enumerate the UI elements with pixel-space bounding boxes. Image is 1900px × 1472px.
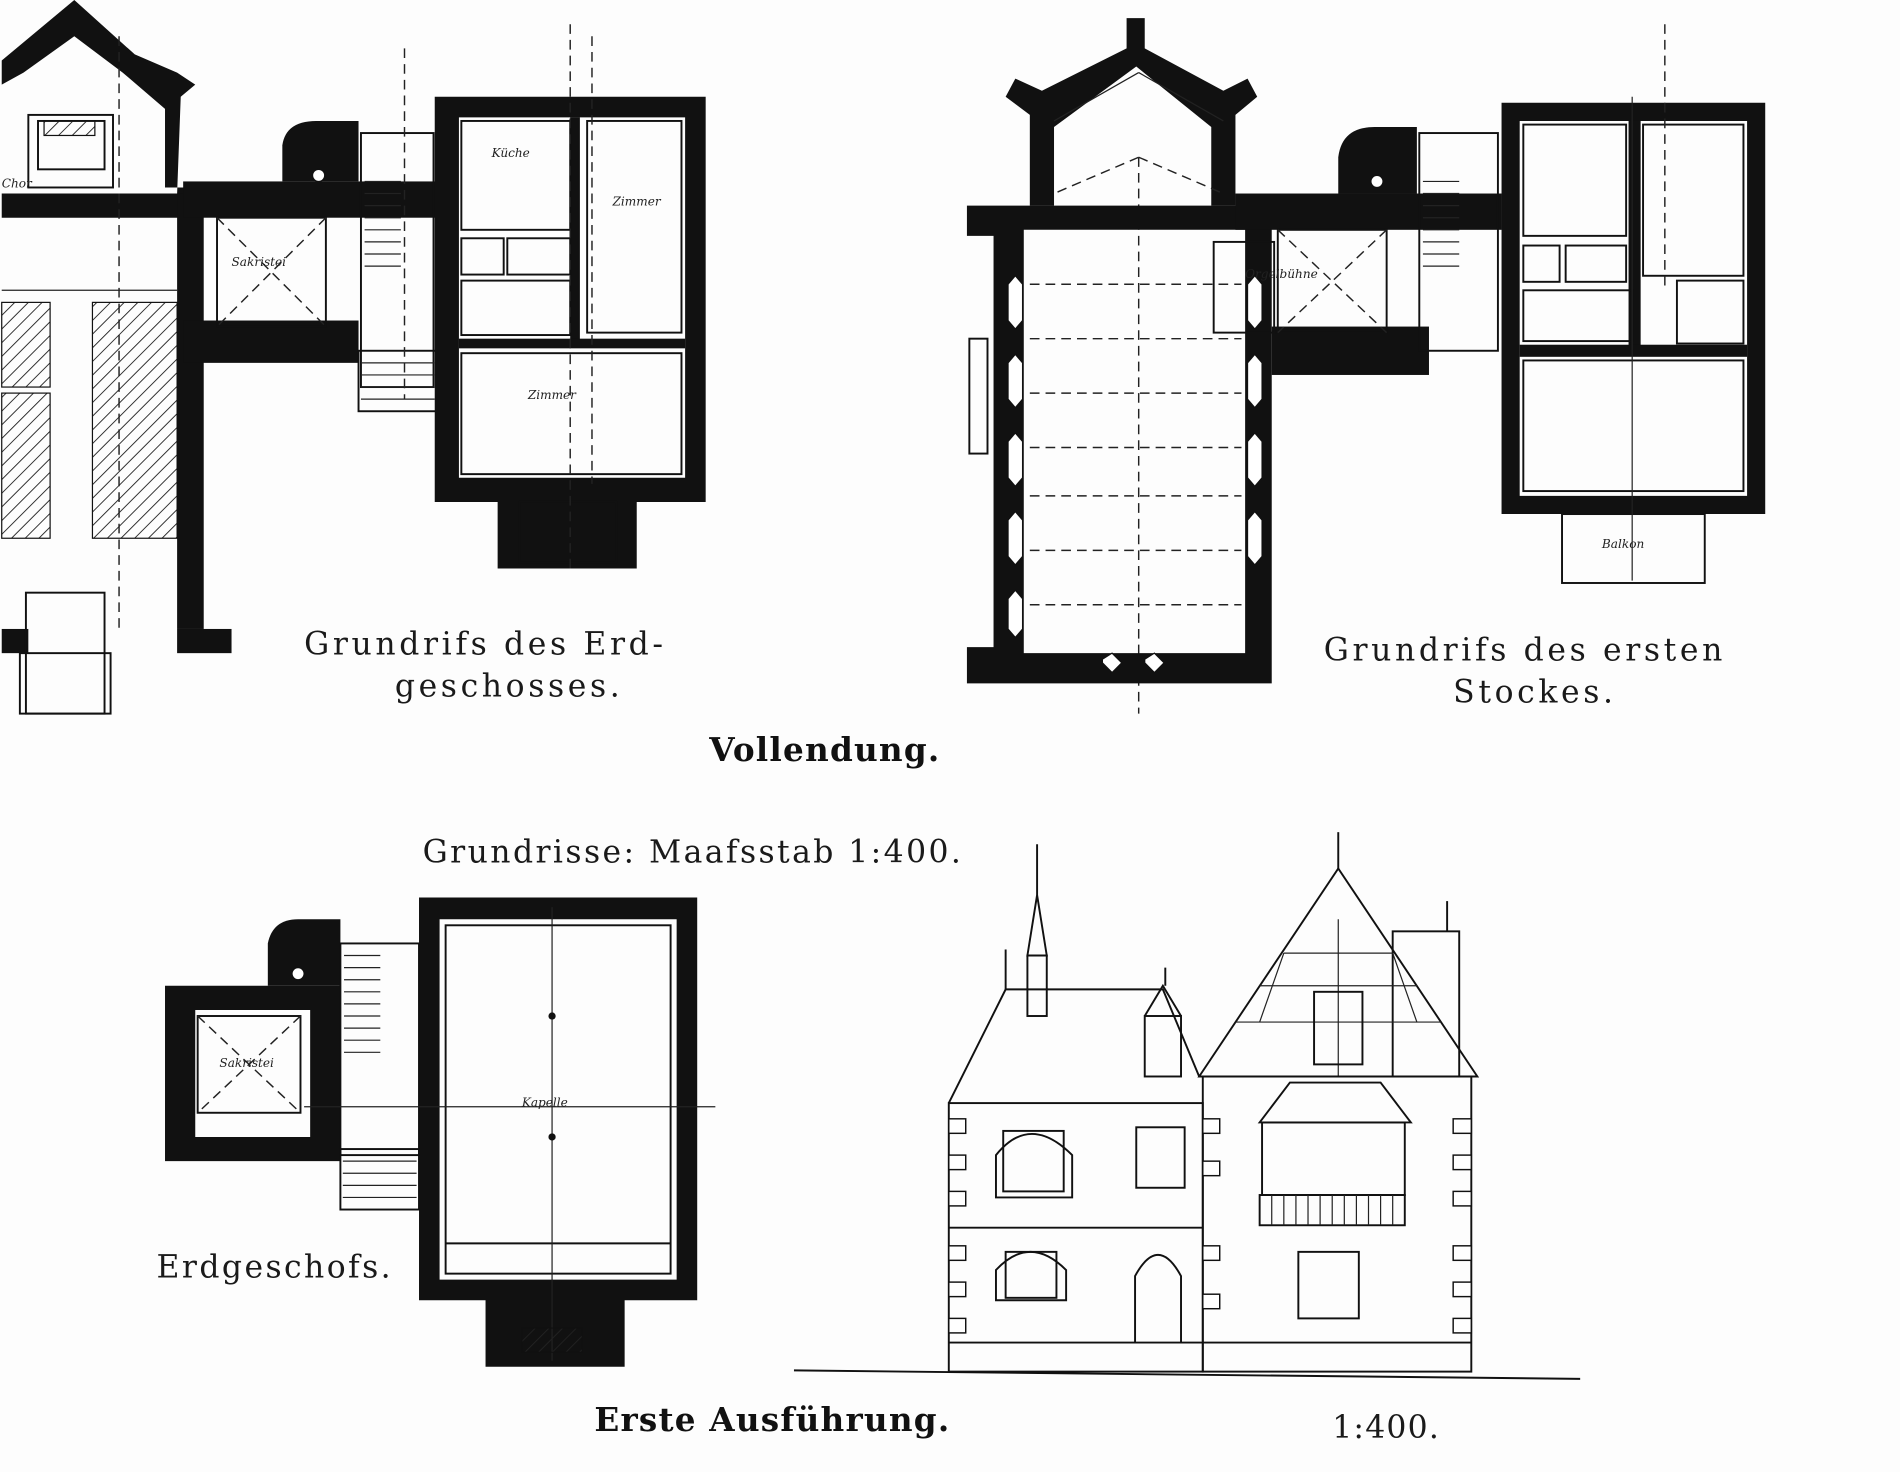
first-floor-plan [966, 18, 1766, 714]
ground-floor-caption-2: geschosses. [395, 669, 624, 705]
room-label-choir: Chor [2, 176, 33, 190]
ground-floor-caption-1: Grundrifs des Erd- [304, 626, 667, 662]
first-execution-plan [165, 897, 716, 1367]
room-label-kitchen: Küche [491, 146, 530, 160]
first-floor-caption-2: Stockes. [1453, 675, 1617, 711]
erdgeschoss-caption: Erdgeschofs. [157, 1249, 394, 1285]
room-label-organ-loft: Orgelbühne [1245, 267, 1318, 281]
room-label-sacristy-2: Sakristei [219, 1056, 274, 1070]
room-label-chapel: Kapelle [521, 1096, 568, 1110]
room-label-room-a: Zimmer [612, 195, 662, 209]
first-execution-title: Erste Ausführung. [594, 1400, 950, 1439]
front-elevation [793, 832, 1581, 1380]
elevation-scale: 1:400. [1332, 1410, 1440, 1446]
first-floor-caption-1: Grundrifs des ersten [1324, 632, 1726, 668]
scale-note: Grundrisse: Maafsstab 1:400. [423, 834, 964, 870]
room-label-room-b: Zimmer [527, 388, 577, 402]
room-label-balcony: Balkon [1601, 537, 1644, 551]
room-label-sacristy: Sakristei [232, 255, 287, 269]
ground-floor-plan [1, 0, 706, 715]
completion-title: Vollendung. [708, 730, 940, 769]
